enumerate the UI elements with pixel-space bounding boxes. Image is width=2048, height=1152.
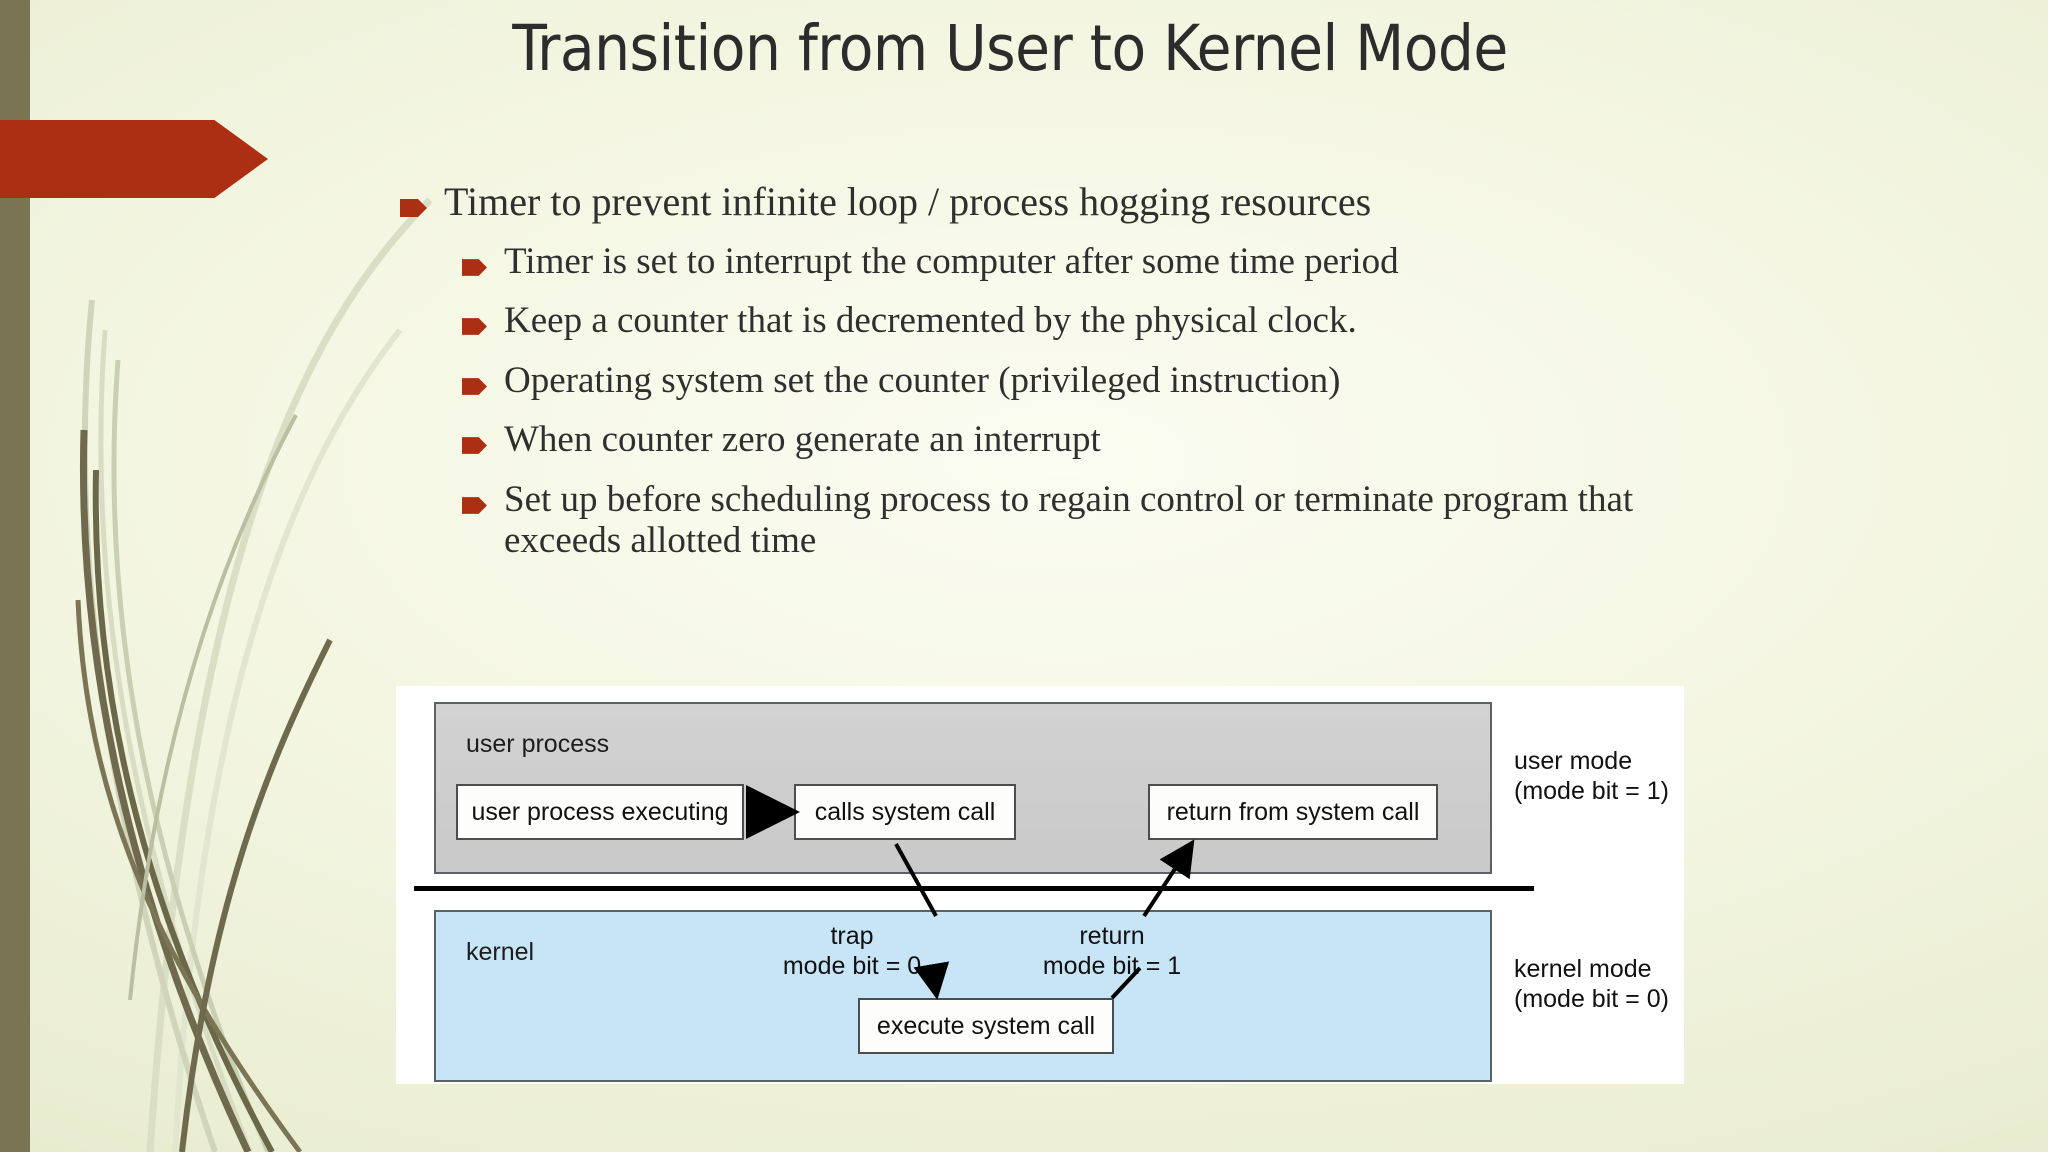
- bullet-list: Timer to prevent infinite loop / process…: [400, 179, 1720, 579]
- box-user-process-executing: user process executing: [456, 784, 744, 840]
- page-title: Transition from User to Kernel Mode: [512, 12, 1508, 85]
- bullet-text: Timer is set to interrupt the computer a…: [504, 240, 1399, 282]
- pennant-bullet-icon: [462, 258, 487, 277]
- kernel-band-label: kernel: [466, 938, 535, 966]
- pennant-bullet-icon: [462, 377, 487, 396]
- bullet-item-0: Timer to prevent infinite loop / process…: [400, 179, 1720, 225]
- bullet-item-3: Operating system set the counter (privil…: [462, 360, 1720, 401]
- user-mode-title: user mode: [1514, 747, 1633, 775]
- kernel-mode-title: kernel mode: [1514, 955, 1652, 983]
- user-mode-side-label: user mode (mode bit = 1): [1514, 746, 1669, 806]
- user-process-band-label: user process: [466, 730, 610, 758]
- trap-transition-label: trap mode bit = 0: [742, 922, 962, 981]
- user-mode-bit: (mode bit = 1): [1514, 777, 1669, 805]
- mode-divider-line: [414, 886, 1534, 891]
- bullet-item-4: When counter zero generate an interrupt: [462, 419, 1720, 460]
- kernel-mode-bit: (mode bit = 0): [1514, 985, 1669, 1013]
- return-mode-bit: mode bit = 1: [1042, 951, 1182, 980]
- bullet-item-2: Keep a counter that is decremented by th…: [462, 300, 1720, 341]
- bullet-text: Set up before scheduling process to rega…: [504, 478, 1634, 561]
- pennant-bullet-icon: [462, 317, 487, 336]
- kernel-mode-side-label: kernel mode (mode bit = 0): [1514, 954, 1669, 1014]
- return-title: return: [1079, 922, 1145, 950]
- box-return-from-system-call: return from system call: [1148, 784, 1438, 840]
- pennant-bullet-icon: [462, 496, 487, 515]
- bullet-text: Operating system set the counter (privil…: [504, 359, 1341, 401]
- bullet-text: Keep a counter that is decremented by th…: [504, 300, 1357, 342]
- return-transition-label: return mode bit = 1: [1002, 922, 1222, 981]
- kernel-band: [434, 910, 1492, 1082]
- red-banner-decoration: [0, 120, 268, 198]
- bullet-text: Timer to prevent infinite loop / process…: [444, 179, 1372, 224]
- mode-transition-figure: user process kernel user process executi…: [396, 686, 1684, 1084]
- box-calls-system-call: calls system call: [794, 784, 1016, 840]
- box-execute-system-call: execute system call: [858, 998, 1114, 1054]
- trap-mode-bit: mode bit = 0: [782, 951, 922, 980]
- bullet-item-1: Timer is set to interrupt the computer a…: [462, 241, 1720, 282]
- trap-title: trap: [830, 922, 874, 950]
- bullet-item-5: Set up before scheduling process to rega…: [462, 479, 1720, 562]
- pennant-bullet-icon: [400, 198, 427, 218]
- pennant-bullet-icon: [462, 436, 487, 455]
- bullet-text: When counter zero generate an interrupt: [504, 419, 1101, 461]
